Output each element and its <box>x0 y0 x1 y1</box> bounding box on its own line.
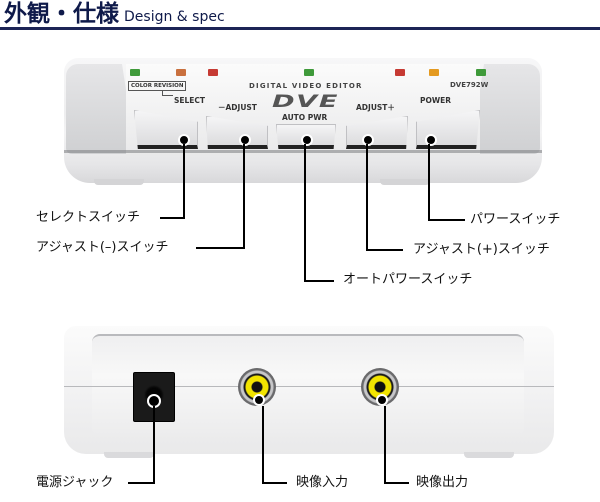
adjust-plus-leader-h <box>366 249 403 251</box>
callout-adjust-minus-switch: アジャスト(–)スイッチ <box>36 240 169 255</box>
adjust-minus-leader-v <box>243 144 245 249</box>
video-output-leader-h <box>384 482 409 484</box>
device-rear-foot-left <box>104 452 154 458</box>
brand-logo: DVE <box>272 92 340 112</box>
device-rear-view <box>64 326 554 458</box>
adjust-plus-leader-v <box>366 144 368 251</box>
power-jack-leader-v <box>153 406 155 484</box>
callout-power-jack: 電源ジャック <box>36 475 114 490</box>
video-input-leader-h <box>262 482 287 484</box>
callout-auto-power-switch: オートパワースイッチ <box>343 272 473 287</box>
callout-select-switch: セレクトスイッチ <box>36 210 141 225</box>
select-leader-h <box>160 217 185 219</box>
callout-adjust-plus-switch: アジャスト(+)スイッチ <box>413 242 550 257</box>
led-indicator <box>395 69 405 76</box>
video-input-leader-v <box>262 406 264 484</box>
device-rear-foot-right <box>464 452 514 458</box>
adjust-minus-label: －ADJUST <box>218 103 257 112</box>
led-indicator <box>130 69 140 76</box>
auto-pwr-leader-v <box>304 144 306 282</box>
page-header: 外観・仕様 Design & spec <box>0 0 600 30</box>
power-jack-leader-h <box>128 482 155 484</box>
power-leader-h <box>428 219 465 221</box>
model-number: DVE792W <box>450 81 489 89</box>
power-marker <box>425 134 437 146</box>
device-rear-seam <box>64 386 554 387</box>
auto-pwr-marker <box>301 134 313 146</box>
auto-pwr-leader-h <box>304 280 334 282</box>
led-indicator <box>429 69 439 76</box>
adjust-plus-label: ADJUST＋ <box>356 103 395 112</box>
device-front-view: COLOR REVISION DIGITAL VIDEO EDITOR DVE … <box>64 58 542 185</box>
video-output-leader-v <box>384 406 386 484</box>
adjust-plus-marker <box>362 134 374 146</box>
power-label: POWER <box>420 96 452 105</box>
auto-pwr-label: AUTO PWR <box>282 113 328 122</box>
device-foot-left <box>94 179 144 185</box>
led-indicator <box>476 69 486 76</box>
page-subtitle: Design & spec <box>124 9 225 25</box>
adjust-minus-marker <box>239 134 251 146</box>
video-output-marker <box>376 394 388 406</box>
video-input-marker <box>253 394 265 406</box>
color-revision-connector <box>162 90 173 96</box>
device-edge-line <box>64 150 542 153</box>
device-foot-right <box>380 179 430 185</box>
led-indicator <box>176 69 186 76</box>
led-indicator <box>208 69 218 76</box>
callout-video-out: 映像出力 <box>416 475 469 490</box>
power-leader-v <box>428 144 430 221</box>
page-title: 外観・仕様 <box>4 1 119 27</box>
select-label: SELECT <box>174 96 206 105</box>
adjust-minus-leader-h <box>196 247 245 249</box>
callout-video-in: 映像入力 <box>296 475 349 490</box>
callout-power-switch: パワースイッチ <box>470 212 561 227</box>
color-revision-label: COLOR REVISION <box>128 81 187 91</box>
led-indicator <box>304 69 314 76</box>
header-divider <box>0 27 600 30</box>
select-leader-v <box>183 144 185 219</box>
brand-subtitle: DIGITAL VIDEO EDITOR <box>249 82 363 90</box>
